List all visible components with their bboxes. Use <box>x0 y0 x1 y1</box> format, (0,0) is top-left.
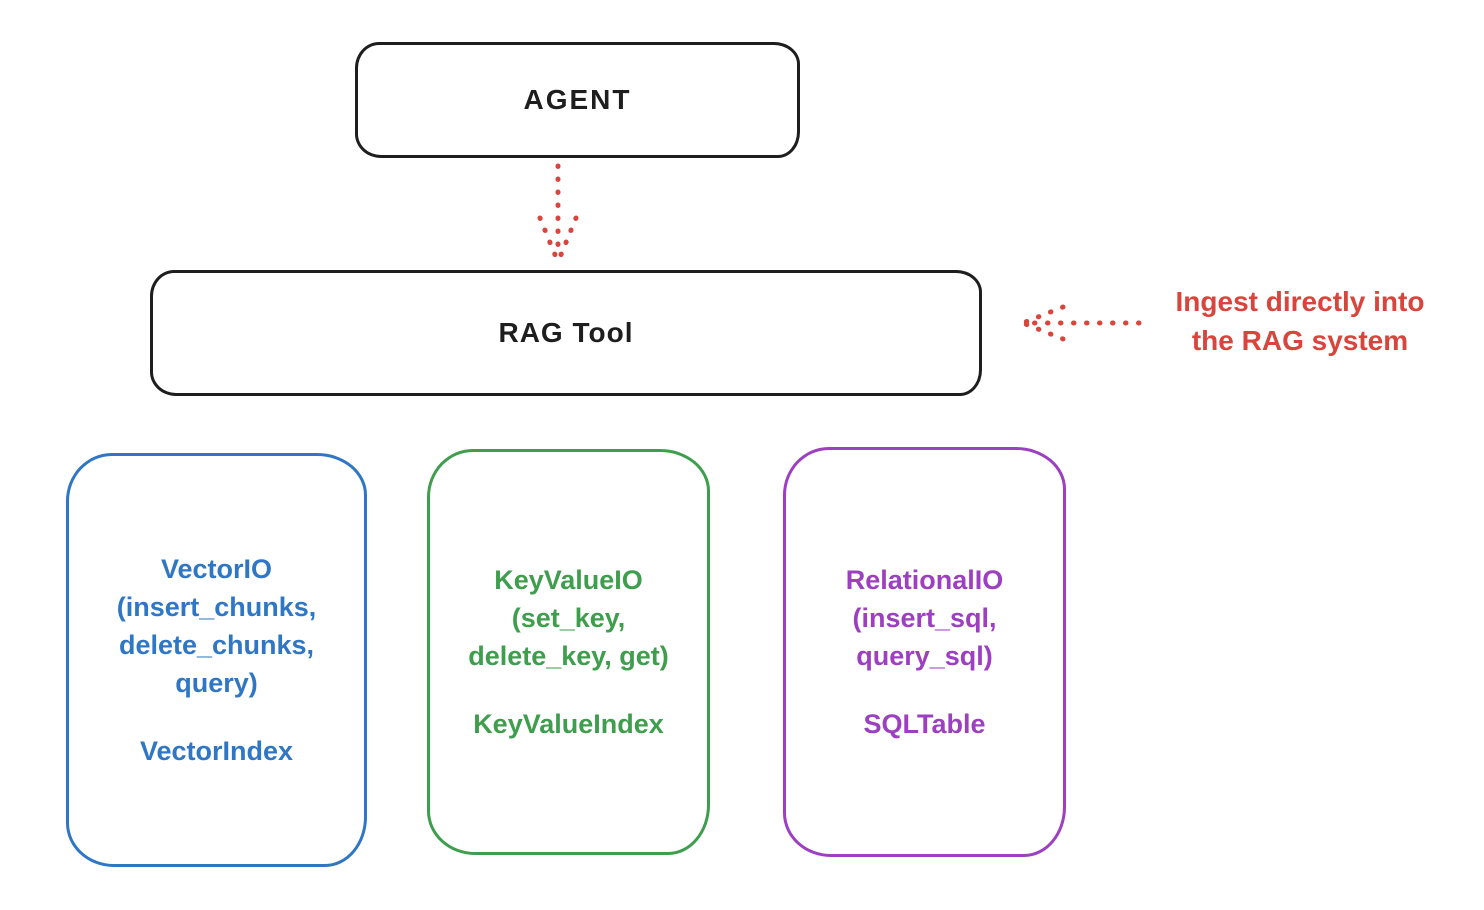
relational-io-arg: query_sql) <box>856 641 993 671</box>
agent-node: AGENT <box>355 42 800 158</box>
keyvalue-index-label: KeyValueIndex <box>473 709 664 739</box>
relational-io-node: RelationalIO (insert_sql, query_sql) SQL… <box>783 447 1066 857</box>
keyvalue-io-arg: delete_key, get) <box>468 641 669 671</box>
keyvalue-io-title: KeyValueIO <box>494 565 643 595</box>
ingest-annotation-line2: the RAG system <box>1191 325 1409 356</box>
agent-to-ragtool-arrow-icon <box>537 163 579 265</box>
vector-index-label: VectorIndex <box>139 736 294 766</box>
vector-io-arg: query) <box>175 668 258 698</box>
vector-io-arg: delete_chunks, <box>118 630 315 660</box>
rag-tool-node: RAG Tool <box>150 270 982 396</box>
sql-table-label: SQLTable <box>863 709 986 739</box>
vector-io-title: VectorIO <box>160 554 273 584</box>
relational-io-arg: (insert_sql, <box>852 603 997 633</box>
vector-io-node: VectorIO (insert_chunks, delete_chunks, … <box>66 453 367 867</box>
agent-node-label: AGENT <box>523 84 632 115</box>
vector-io-arg: (insert_chunks, <box>116 592 317 622</box>
relational-io-title: RelationalIO <box>845 565 1004 595</box>
ingest-annotation-line1: Ingest directly into <box>1175 286 1425 317</box>
ingest-left-arrow-icon <box>1020 304 1142 342</box>
ingest-annotation: Ingest directly into the RAG system <box>1140 282 1460 360</box>
rag-tool-node-label: RAG Tool <box>498 317 634 348</box>
keyvalue-io-node: KeyValueIO (set_key, delete_key, get) Ke… <box>427 449 710 855</box>
keyvalue-io-arg: (set_key, <box>511 603 626 633</box>
